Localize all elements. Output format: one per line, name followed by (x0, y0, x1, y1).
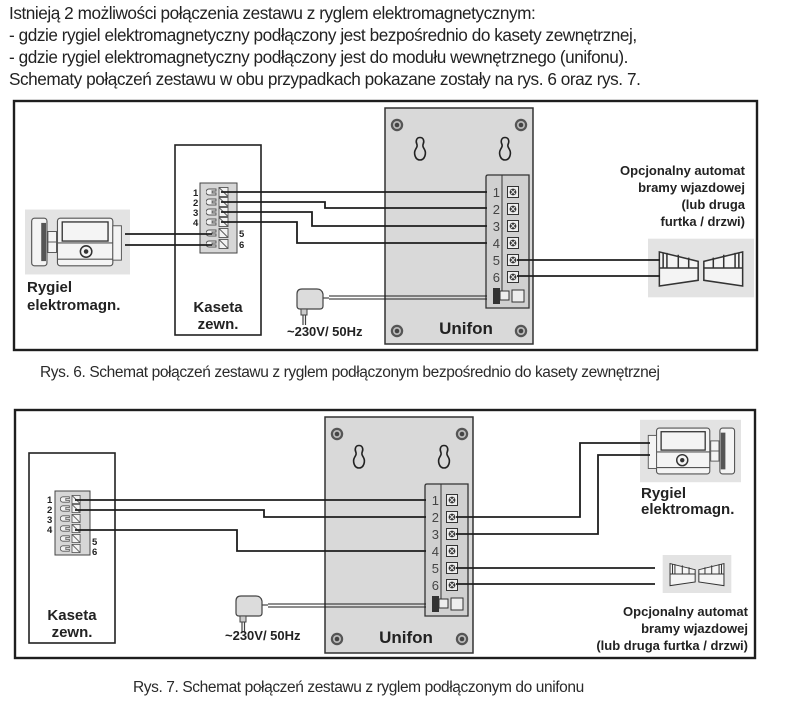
screw-icon (455, 427, 469, 441)
gate-icon (661, 555, 733, 593)
electromagnetic-lock: Rygiel elektromagn. (25, 208, 130, 314)
panel-terminal-num: 4 (47, 525, 53, 536)
panel-terminal-num: 6 (92, 547, 97, 558)
terminal-screw-icon (446, 511, 458, 523)
gate-label-line: Opcjonalny automat (623, 604, 749, 619)
wire-3 (221, 211, 487, 227)
terminal-screw-icon (446, 494, 458, 506)
lock-label-line2: elektromagn. (27, 297, 120, 314)
unifon-terminal-num: 1 (432, 493, 439, 508)
unifon-terminal-num: 6 (493, 270, 500, 285)
wire-2 (221, 201, 487, 209)
unifon-terminal-num: 3 (493, 219, 500, 234)
figure-frame (13, 408, 757, 660)
power-socket-icon (493, 288, 525, 304)
panel-terminal-num: 2 (193, 198, 198, 209)
screw-icon (330, 427, 344, 441)
wire-4 (75, 529, 426, 552)
wires (75, 442, 655, 608)
intro-line: Istnieją 2 możliwości połączenia zestawu… (9, 3, 536, 23)
gate-automation: Opcjonalny automat bramy wjazdowej (lub … (620, 163, 754, 299)
gate-label-line: bramy wjazdowej (638, 180, 745, 195)
outdoor-panel: 1 2 3 4 5 6 Kaseta zewn. (174, 144, 262, 336)
gate-label-line: bramy wjazdowej (641, 621, 748, 636)
unifon-terminal-num: 5 (432, 561, 439, 576)
unifon-terminal-num: 4 (493, 236, 500, 251)
lock-icon (640, 419, 741, 483)
panel-terminal-num: 4 (193, 218, 199, 229)
electromagnetic-lock: Rygiel elektromagn. (640, 419, 741, 518)
outdoor-panel: 1 2 3 4 5 6 Kaseta zewn. (28, 452, 116, 644)
gate-label-line: (lub druga furtka / drzwi) (596, 638, 748, 653)
lock-label-line1: Rygiel (641, 485, 686, 502)
wire-lock-a (456, 442, 650, 518)
unifon-device: 1 2 3 4 5 6 Unifon (324, 416, 474, 654)
screw-icon (455, 632, 469, 646)
panel-terminal-num: 5 (239, 229, 245, 240)
unifon-terminal-num: 4 (432, 544, 439, 559)
unifon-label: Unifon (439, 319, 493, 338)
panel-terminal-block (199, 182, 238, 254)
wire-lock-b (456, 454, 650, 535)
wire-4 (221, 221, 487, 244)
wire-2 (75, 509, 426, 518)
plug-icon (235, 595, 268, 633)
unifon-terminal-num: 3 (432, 527, 439, 542)
wires (125, 191, 660, 300)
terminal-screw-icon (446, 562, 458, 574)
panel-terminal-num: 1 (193, 188, 199, 199)
intro-line: Schematy połączeń zestawu w obu przypadk… (9, 69, 641, 89)
unifon-terminal-num: 1 (493, 185, 500, 200)
panel-terminal-num: 5 (92, 537, 98, 548)
panel-terminal-num: 1 (47, 495, 53, 506)
intro-line: - gdzie rygiel elektromagnetyczny podłąc… (9, 25, 637, 45)
panel-label-line2: zewn. (198, 316, 239, 333)
terminal-screw-icon (446, 579, 458, 591)
unifon-terminal-num: 2 (432, 510, 439, 525)
gate-automation: Opcjonalny automat bramy wjazdowej (lub … (596, 555, 749, 653)
power-socket-icon (432, 596, 464, 612)
power-label: ~230V/ 50Hz (287, 324, 363, 339)
gate-label-line: (lub druga (681, 197, 745, 212)
unifon-label: Unifon (379, 628, 433, 647)
panel-label-line1: Kaseta (47, 607, 97, 624)
panel-label-line1: Kaseta (193, 299, 243, 316)
figure-caption-rys6: Rys. 6. Schemat połączeń zestawu z rygle… (40, 364, 660, 381)
power-adapter: ~230V/ 50Hz (225, 595, 301, 643)
intro-line: - gdzie rygiel elektromagnetyczny podłąc… (9, 47, 628, 67)
terminal-screw-icon (446, 545, 458, 557)
panel-terminal-num: 6 (239, 240, 244, 251)
figure-caption-rys7: Rys. 7. Schemat połączeń zestawu z rygle… (133, 679, 584, 696)
unifon-terminal-num: 2 (493, 202, 500, 217)
terminal-screw-icon (446, 528, 458, 540)
gate-label-line: furtka / drzwi) (660, 214, 745, 229)
intro-text: Istnieją 2 możliwości połączenia zestawu… (9, 2, 784, 90)
power-adapter: ~230V/ 50Hz (287, 288, 363, 339)
panel-label-line2: zewn. (52, 624, 93, 641)
lock-label-line1: Rygiel (27, 279, 72, 296)
screw-icon (330, 632, 344, 646)
power-label: ~230V/ 50Hz (225, 628, 301, 643)
unifon-terminal-num: 5 (493, 253, 500, 268)
panel-terminal-num: 3 (47, 515, 52, 526)
unifon-terminal-num: 6 (432, 578, 439, 593)
panel-terminal-num: 2 (47, 505, 52, 516)
panel-terminal-num: 3 (193, 208, 198, 219)
gate-label-line: Opcjonalny automat (620, 163, 746, 178)
lock-label-line2: elektromagn. (641, 501, 734, 518)
